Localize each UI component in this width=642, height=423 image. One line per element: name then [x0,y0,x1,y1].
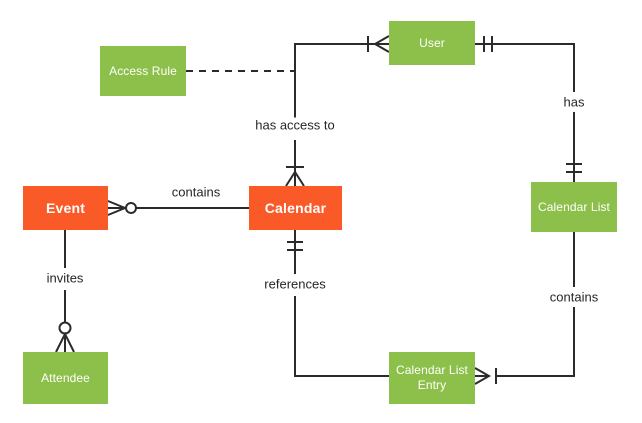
entity-event[interactable]: Event [23,186,108,230]
entity-label-attendee: Attendee [41,370,90,385]
marker-calendar-list-exactly-one [566,163,582,173]
entity-label-access-rule: Access Rule [109,63,177,78]
relationship-label-references: references [261,276,329,292]
entity-label-calendar-list: Calendar List [537,199,610,214]
connector-references [294,230,389,377]
entity-label-event: Event [45,199,86,216]
entity-label-calendar: Calendar [264,199,327,216]
marker-user-one-or-many [367,35,390,53]
rel-text-references: references [264,276,326,292]
rel-text-has-access-to: has access to [255,117,335,133]
marker-calendar-one-or-many [285,166,305,187]
marker-user-exactly-one [483,36,493,52]
relationship-label-contains-calendar-list: contains [546,289,602,305]
relationship-label-contains-event-calendar: contains [168,184,224,200]
entity-attendee[interactable]: Attendee [23,352,108,404]
relationship-label-has: has [560,94,588,110]
entity-access-rule[interactable]: Access Rule [100,46,186,96]
rel-text-contains-event-calendar: contains [171,184,221,200]
entity-label-calendar-list-entry: Calendar List Entry [395,363,468,392]
connector-has-access-to [294,43,389,186]
marker-event-zero-or-many [107,200,137,216]
rel-text-contains-calendar-list: contains [549,289,599,305]
entity-label-user: User [419,35,445,50]
relationship-label-invites: invites [43,270,87,286]
entity-calendar[interactable]: Calendar [249,186,342,230]
connector-has [475,43,575,182]
entity-calendar-list-entry[interactable]: Calendar List Entry [389,352,475,404]
entity-calendar-list[interactable]: Calendar List [531,182,617,232]
marker-calendar-exactly-one [287,241,303,251]
connector-contains-calendar-list [496,232,575,377]
marker-attendee-zero-or-many [55,321,75,353]
relationship-label-has-access-to: has access to [252,117,338,133]
marker-calendar-list-entry-one-or-many [474,367,497,385]
rel-text-invites: invites [46,270,84,286]
rel-text-has: has [563,94,585,110]
entity-user[interactable]: User [389,21,475,65]
